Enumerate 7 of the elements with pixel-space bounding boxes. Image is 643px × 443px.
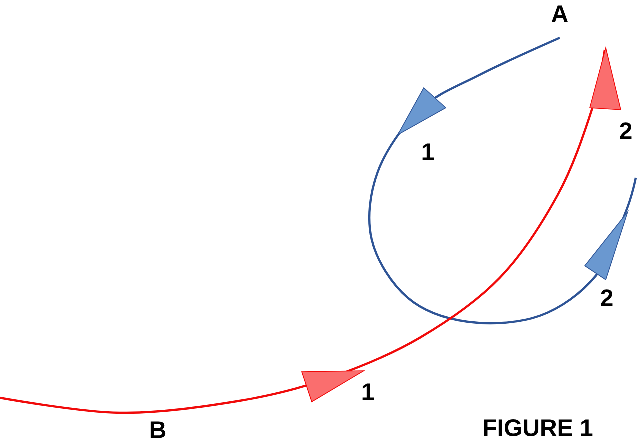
point-label: B [150,422,166,438]
callout-number: 1 [422,144,434,160]
callout-number: 1 [362,384,374,400]
callout-number: 2 [601,290,613,306]
point-label: A [552,6,568,22]
callout-number: 2 [620,122,632,140]
figure-caption: FIGURE 1 [484,420,593,436]
